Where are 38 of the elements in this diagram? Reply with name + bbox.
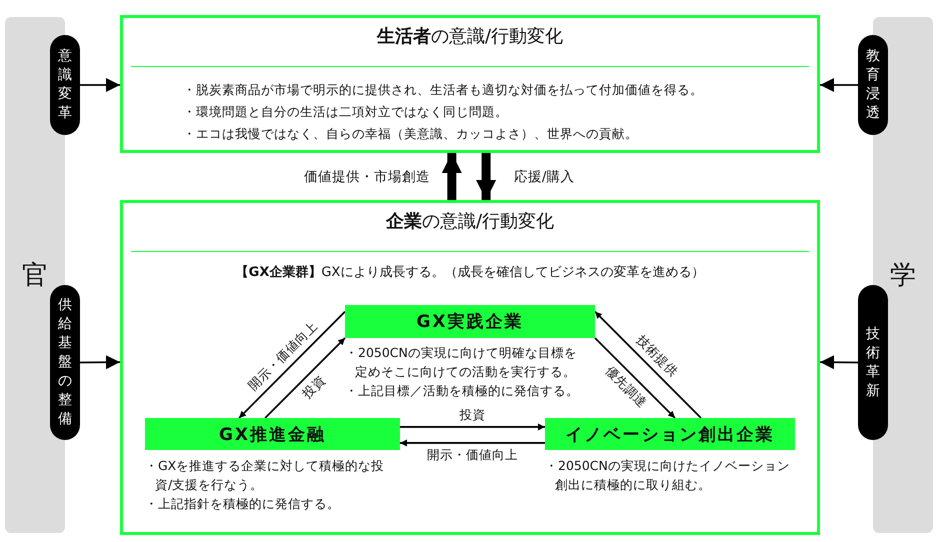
edge-label: 開示・価値向上: [425, 446, 520, 463]
bullet-text: ・2050CNの実現に向けたイノベーション創出に積極的に取り組む。: [545, 457, 791, 494]
block-arrow: [442, 153, 462, 200]
edge-label: 価値提供・市場創造: [302, 168, 432, 184]
content-box: [120, 15, 820, 153]
edge-label: 投資: [458, 406, 488, 423]
bullet-text: ・環境問題と自分の生活は二項対立ではなく同じ問題。: [183, 103, 509, 121]
block-arrow: [476, 153, 496, 200]
panel-label: 学: [889, 260, 917, 292]
arrow: [820, 355, 858, 370]
section-title: 企業の意識/行動変化: [384, 210, 556, 233]
bullet-text: ・2050CNの実現に向けて明確な目標を定めそこに向けての活動を実行する。: [345, 344, 578, 381]
content-box: [120, 200, 820, 535]
category-pill: 教育浸透: [858, 35, 888, 135]
arrow: [594, 310, 702, 419]
arrow: [80, 355, 120, 370]
category-pill: 意識変革: [50, 35, 80, 135]
process-box: GX推進金融: [145, 418, 400, 450]
panel-label: 官: [21, 260, 49, 292]
bullet-text: ・GXを推進する企業に対して積極的な投資/支援を行なう。: [145, 457, 386, 494]
arrow: [400, 423, 545, 430]
bullet-text: ・上記目標／活動を積極的に発信する。: [345, 382, 580, 400]
bullet-text: ・脱炭素商品が市場で明示的に提供され、生活者も適切な対価を払って付加価値を得る。: [183, 81, 704, 99]
arrow: [820, 78, 858, 92]
category-pill: 技術革新: [858, 285, 888, 440]
edge-label: 応援/購入: [512, 168, 576, 184]
bullet-text: ・上記指針を積極的に発信する。: [145, 495, 341, 513]
arrow: [400, 439, 545, 446]
arrow: [264, 337, 346, 419]
bullet-text: ・エコは我慢ではなく、自らの幸福（美意識、カッコよさ）、世界への貢献。: [183, 125, 639, 143]
process-box: イノベーション創出企業: [545, 418, 795, 450]
process-box: GX実践企業: [345, 305, 595, 338]
arrow: [238, 310, 346, 419]
category-pill: 供給基盤の整備: [50, 285, 80, 440]
section-title: 生活者の意識/行動変化: [376, 25, 564, 48]
arrow: [594, 337, 676, 419]
description-text: 【GX企業群】GXにより成長する。（成長を確信してビジネスの変革を進める）: [234, 264, 706, 282]
arrow: [80, 78, 120, 92]
